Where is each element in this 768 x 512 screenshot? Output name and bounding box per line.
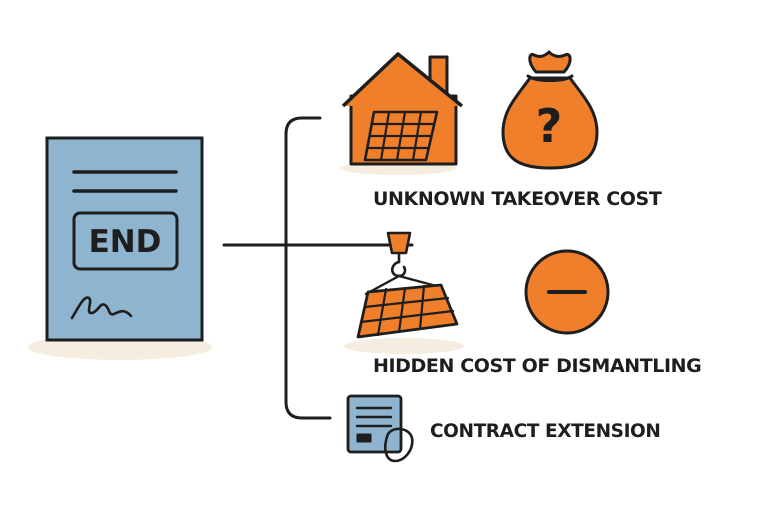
- label-hidden-cost-of-dismantling: HIDDEN COST OF DISMANTLING: [373, 355, 702, 377]
- money-bag-question-icon: ?: [501, 50, 599, 170]
- minus-circle-icon: [524, 249, 610, 335]
- end-document-icon: END: [45, 136, 204, 342]
- panel-shadow: [344, 338, 464, 354]
- house-with-solar-panel-icon: [341, 52, 464, 166]
- connector-bracket: [222, 116, 384, 420]
- signature-icon: [70, 296, 133, 320]
- crane-hook-solar-panel-icon: [356, 231, 459, 339]
- contract-document-icon: [346, 394, 414, 463]
- label-unknown-takeover-cost: UNKNOWN TAKEOVER COST: [373, 188, 662, 210]
- label-contract-extension: CONTRACT EXTENSION: [430, 421, 661, 442]
- end-stamp-text: END: [89, 224, 162, 260]
- question-mark-symbol: ?: [536, 99, 563, 153]
